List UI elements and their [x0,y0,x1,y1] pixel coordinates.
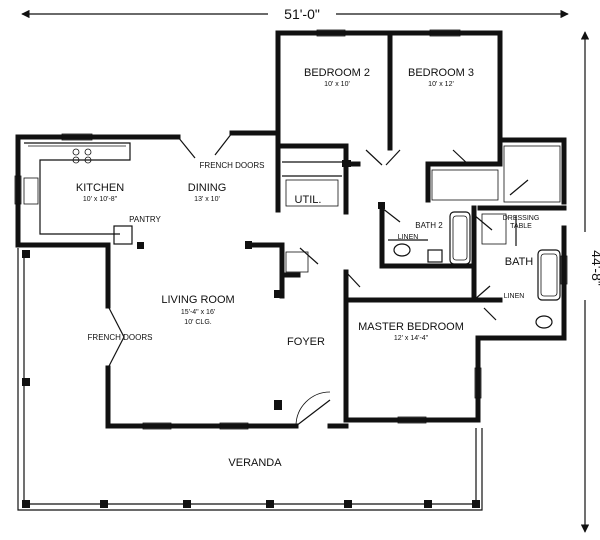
depth-dimension: 44'-8" [580,31,600,533]
svg-text:BEDROOM 2: BEDROOM 2 [304,67,370,79]
linen-bath2-label: LINEN [398,234,419,241]
bath-label: BATH [505,256,534,268]
doors [107,132,529,427]
room-label-bedroom2: BEDROOM 2 10' x 10' [304,67,370,88]
french-doors-label-left: FRENCH DOORS [88,333,153,342]
svg-text:LIVING ROOM: LIVING ROOM [161,294,234,306]
foyer-label: FOYER [287,336,325,348]
fixtures [23,142,561,329]
room-label-master: MASTER BEDROOM 12' x 14'-4" [358,321,464,342]
svg-text:10' CLG.: 10' CLG. [184,319,211,326]
svg-text:15'-4" x 16': 15'-4" x 16' [181,309,215,316]
room-label-living: LIVING ROOM 15'-4" x 16' 10' CLG. [161,294,234,326]
svg-text:10' x 10'-8": 10' x 10'-8" [83,196,118,203]
bath2-label: BATH 2 [415,221,443,230]
room-label-kitchen: KITCHEN 10' x 10'-8" [76,182,124,203]
svg-text:KITCHEN: KITCHEN [76,182,124,194]
svg-text:MASTER BEDROOM: MASTER BEDROOM [358,321,464,333]
dressing-table-label-2: TABLE [510,223,532,230]
svg-text:13' x 10': 13' x 10' [194,196,220,203]
windows [14,29,568,430]
room-label-bedroom3: BEDROOM 3 10' x 12' [408,67,474,88]
dressing-table-label-1: DRESSING [503,215,540,222]
width-dimension: 51'-0" [21,6,569,22]
veranda-label: VERANDA [228,457,282,469]
pantry-label: PANTRY [129,215,161,224]
svg-text:10' x 10': 10' x 10' [324,81,350,88]
room-label-dining: DINING 13' x 10' [188,182,227,203]
overall-width-label: 51'-0" [284,6,320,22]
linen-master-label: LINEN [504,293,525,300]
svg-text:12' x 14'-4": 12' x 14'-4" [394,335,429,342]
veranda-outline [17,248,483,511]
french-doors-label-top: FRENCH DOORS [200,161,265,170]
interior-walls [245,30,567,423]
svg-text:10' x 12': 10' x 12' [428,81,454,88]
svg-text:DINING: DINING [188,182,227,194]
util-label: UTIL. [295,194,322,206]
overall-depth-label: 44'-8" [589,250,600,286]
svg-text:BEDROOM 3: BEDROOM 3 [408,67,474,79]
